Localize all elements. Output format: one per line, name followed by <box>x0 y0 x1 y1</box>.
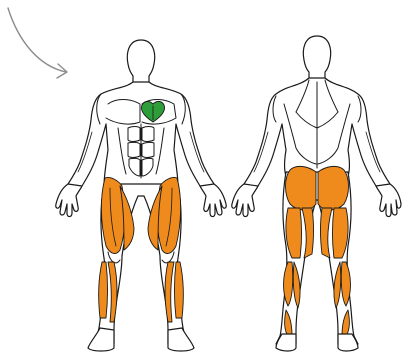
back-left-hand <box>232 184 258 217</box>
back-head <box>303 36 330 80</box>
back-right-hand <box>376 184 401 217</box>
curved-arrow-icon <box>8 8 67 78</box>
back-left-foot <box>276 334 296 351</box>
front-left-hand <box>56 184 82 217</box>
front-right-hand <box>200 184 226 217</box>
back-right-foot <box>338 334 358 351</box>
front-shins <box>99 262 184 322</box>
back-figure <box>232 36 401 351</box>
front-left-foot <box>88 328 114 351</box>
front-figure <box>56 40 226 351</box>
front-right-foot <box>168 328 194 351</box>
back-hamstrings <box>286 208 348 258</box>
front-head <box>127 40 154 84</box>
